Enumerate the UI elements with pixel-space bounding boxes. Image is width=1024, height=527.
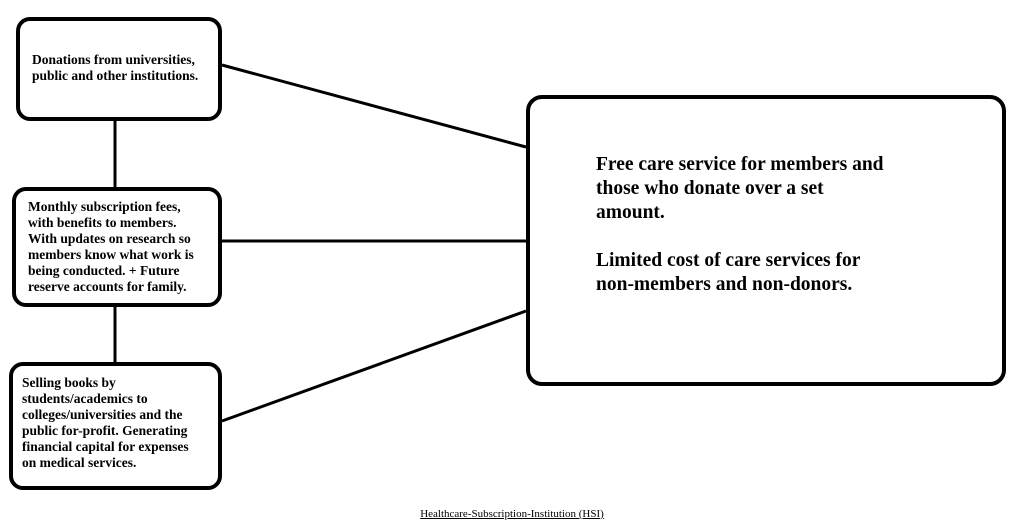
book-sales-text: Selling books by students/academics to c… [22,375,189,470]
limited-cost-text: Limited cost of care services for non-me… [596,250,861,295]
book-sales-box: Selling books by students/academics to c… [9,362,222,490]
subscription-box: Monthly subscription fees, with benefits… [12,187,222,307]
free-care-text: Free care service for members and those … [596,154,884,223]
donations-text: Donations from universities, public and … [32,52,199,83]
donations-box: Donations from universities, public and … [16,17,222,121]
connector-donations-to-main [221,63,527,149]
care-services-box: Free care service for members and those … [526,95,1006,386]
subscription-text: Monthly subscription fees, with benefits… [28,199,194,294]
diagram-caption: Healthcare-Subscription-Institution (HSI… [420,508,604,520]
connector-books-to-main [221,309,527,423]
